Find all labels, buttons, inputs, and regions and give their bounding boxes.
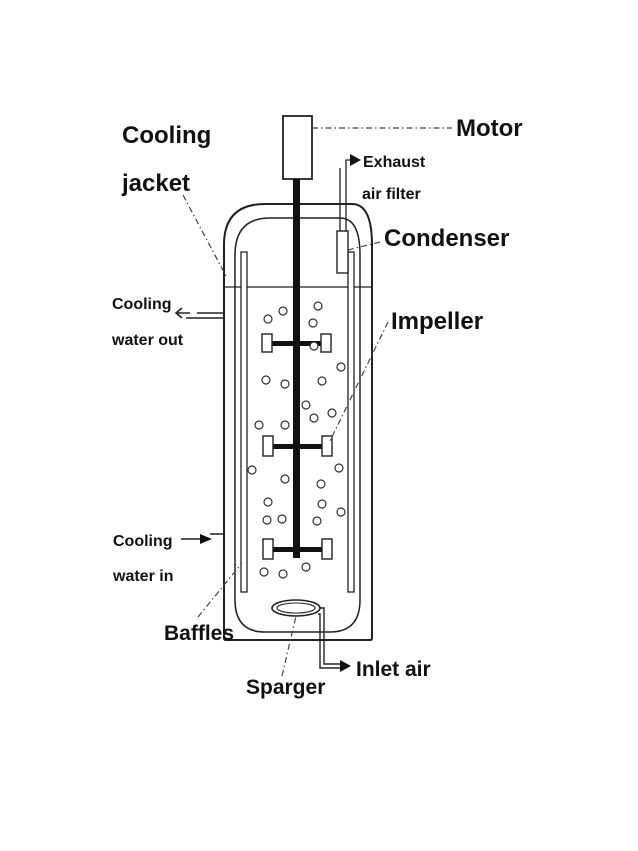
label-cooling-water-in: Cooling water in [112, 533, 177, 585]
sparger-leader [281, 615, 297, 677]
label-impeller: Impeller [391, 308, 483, 335]
inlet-air-pipe [318, 607, 340, 669]
impeller-upper [261, 333, 332, 353]
condenser-leader [347, 241, 381, 251]
label-condenser: Condenser [384, 225, 509, 252]
baffles-leader [197, 562, 243, 618]
label-cooling-water-out: Cooling water out [111, 296, 184, 349]
condenser-box [336, 230, 349, 274]
label-inlet-air: Inlet air [356, 658, 431, 681]
baffle-left [240, 251, 248, 593]
sparger-ring-inner [276, 602, 316, 614]
motor-box [282, 115, 313, 180]
label-sparger: Sparger [246, 676, 325, 699]
exhaust-pipe [339, 159, 352, 231]
label-baffles: Baffles [164, 622, 234, 645]
exhaust-arrow [350, 154, 361, 166]
label-exhaust-air-filter: Exhaust air filter [362, 154, 430, 203]
cooling-water-in-arrow [200, 534, 212, 544]
impeller-middle [262, 435, 333, 457]
air-bubbles [247, 301, 346, 579]
cooling-water-out-arrow [174, 307, 190, 319]
impeller-leader [328, 321, 389, 444]
impeller-shaft [293, 179, 300, 558]
label-cooling-jacket: Cooling jacket [121, 122, 218, 197]
baffle-right [347, 251, 355, 593]
outer-vessel [223, 203, 373, 641]
cooling-jacket-leader [182, 194, 227, 277]
impeller-lower [262, 538, 333, 560]
inner-vessel [234, 217, 361, 633]
cooling-water-out-pipes [186, 312, 224, 319]
sparger-ring-outer [271, 599, 321, 617]
label-motor: Motor [456, 115, 523, 142]
inlet-air-arrow [340, 660, 351, 672]
